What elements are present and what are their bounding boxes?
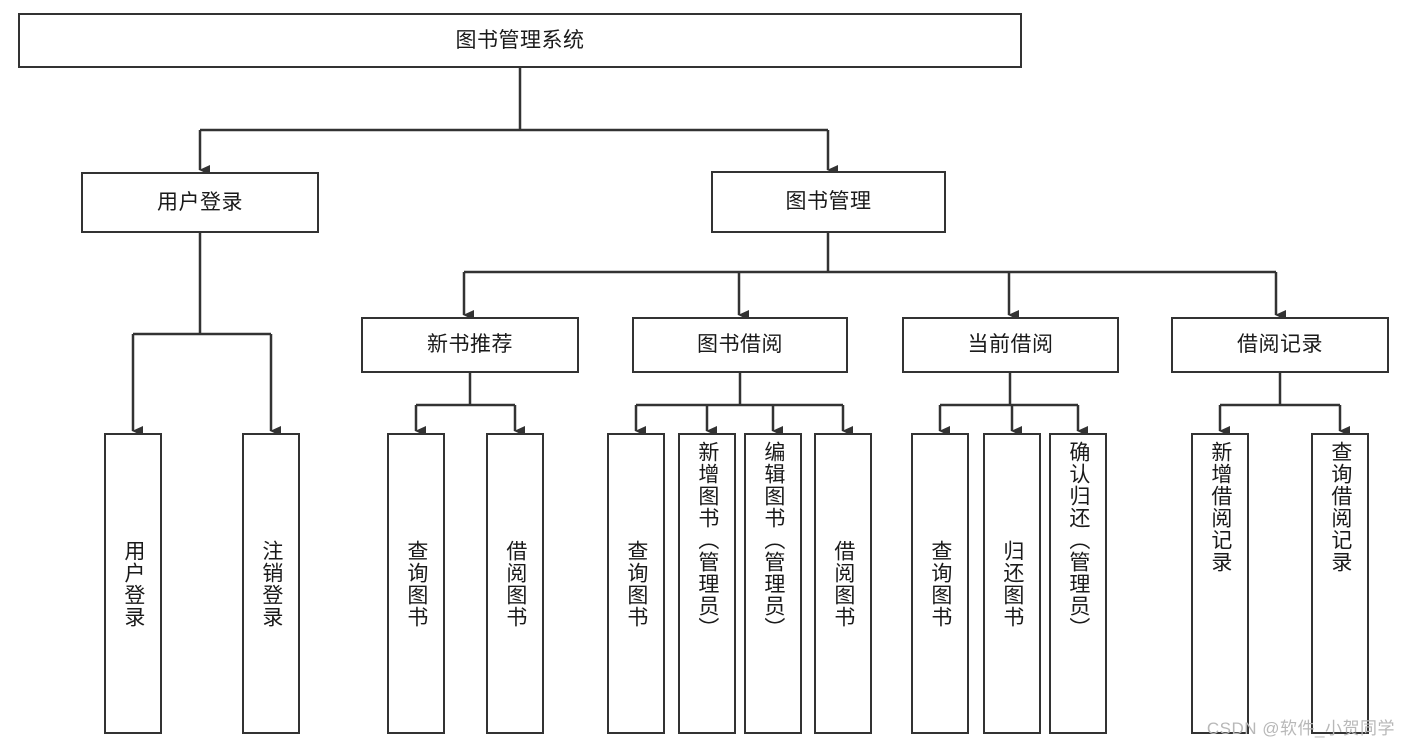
node-box-current[interactable]: 当前借阅 — [902, 317, 1119, 373]
node-label-newbook: 新书推荐 — [427, 333, 513, 357]
node-box-l2[interactable]: 注销登录 — [242, 433, 300, 734]
node-box-b3[interactable]: 编辑图书（管理员） — [744, 433, 802, 734]
node-box-records[interactable]: 借阅记录 — [1171, 317, 1389, 373]
node-box-n1[interactable]: 查询图书 — [387, 433, 445, 734]
node-label-l2: 注销登录 — [259, 539, 283, 628]
node-label-b2: 新增图书（管理员） — [695, 441, 719, 639]
node-label-n1: 查询图书 — [404, 539, 428, 628]
node-label-records: 借阅记录 — [1237, 333, 1323, 357]
node-label-b1: 查询图书 — [624, 539, 648, 628]
node-label-c1: 查询图书 — [928, 539, 952, 628]
node-label-login: 用户登录 — [157, 190, 243, 214]
node-box-b2[interactable]: 新增图书（管理员） — [678, 433, 736, 734]
node-box-login[interactable]: 用户登录 — [81, 172, 319, 233]
node-box-l1[interactable]: 用户登录 — [104, 433, 162, 734]
node-box-r1[interactable]: 新增借阅记录 — [1191, 433, 1249, 734]
node-label-r1: 新增借阅记录 — [1208, 441, 1232, 573]
node-label-b3: 编辑图书（管理员） — [761, 441, 785, 639]
node-box-borrow[interactable]: 图书借阅 — [632, 317, 848, 373]
node-label-b4: 借阅图书 — [831, 539, 855, 628]
node-label-l1: 用户登录 — [121, 539, 145, 628]
node-label-r2: 查询借阅记录 — [1328, 441, 1352, 573]
connector-group — [131, 68, 1350, 436]
node-box-root[interactable]: 图书管理系统 — [18, 13, 1022, 68]
node-box-r2[interactable]: 查询借阅记录 — [1311, 433, 1369, 734]
node-box-c3[interactable]: 确认归还（管理员） — [1049, 433, 1107, 734]
node-box-c2[interactable]: 归还图书 — [983, 433, 1041, 734]
node-box-n2[interactable]: 借阅图书 — [486, 433, 544, 734]
node-label-c2: 归还图书 — [1000, 539, 1024, 628]
node-label-bookmgmt: 图书管理 — [785, 190, 872, 214]
node-label-n2: 借阅图书 — [503, 539, 527, 628]
node-label-c3: 确认归还（管理员） — [1066, 441, 1090, 639]
node-box-c1[interactable]: 查询图书 — [911, 433, 969, 734]
node-label-current: 当前借阅 — [967, 333, 1054, 357]
node-box-bookmgmt[interactable]: 图书管理 — [711, 171, 946, 233]
node-box-b4[interactable]: 借阅图书 — [814, 433, 872, 734]
node-box-b1[interactable]: 查询图书 — [607, 433, 665, 734]
node-label-root: 图书管理系统 — [455, 28, 585, 52]
node-label-borrow: 图书借阅 — [697, 333, 783, 357]
node-box-newbook[interactable]: 新书推荐 — [361, 317, 579, 373]
